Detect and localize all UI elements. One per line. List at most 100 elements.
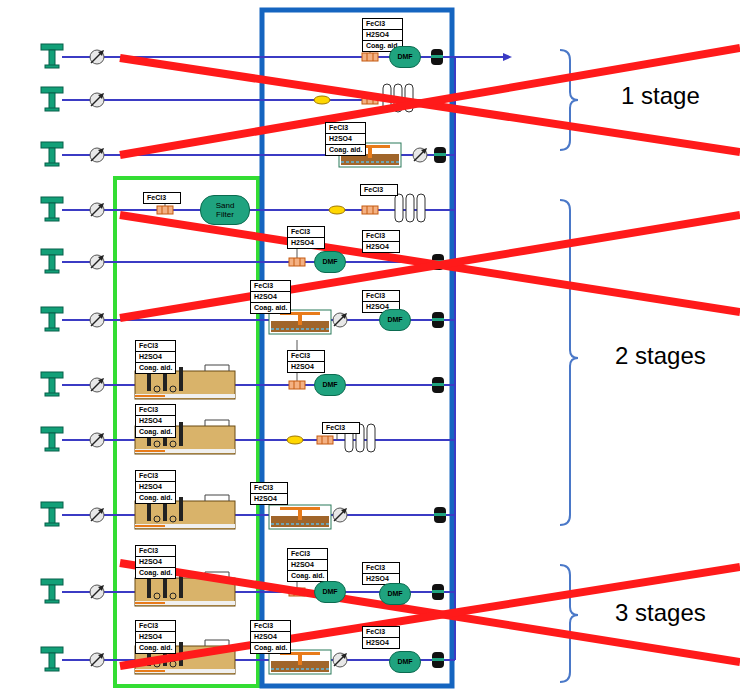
chemical-name: FeCl3: [136, 341, 175, 352]
chemical-dosing-label: FeCl3H2SO4: [287, 350, 325, 373]
chemical-name: FeCl3: [363, 627, 399, 638]
cartridge-filter: [434, 147, 446, 163]
vessel-label: DMF: [322, 588, 337, 596]
chemical-name: H2SO4: [136, 557, 175, 568]
flow-meter: [90, 653, 104, 667]
dmf-filter: DMF: [314, 581, 345, 603]
tap-symbol: [41, 307, 63, 331]
chemical-name: FeCl3: [136, 621, 175, 632]
tap-symbol: [41, 197, 63, 221]
chemical-dosing-label: FeCl3H2SO4Coag. aid.: [135, 470, 176, 504]
cartridge-filter: [431, 49, 443, 65]
red-cross: [120, 567, 740, 666]
chemical-name: H2SO4: [136, 482, 175, 493]
vessel-label: DMF: [397, 53, 412, 61]
chemical-name: FeCl3: [136, 405, 175, 416]
tap-symbol: [41, 44, 63, 68]
flow-meter: [90, 313, 104, 327]
chemical-name: Coag. aid.: [136, 493, 175, 503]
sand-filter: Sand Filter: [200, 195, 250, 225]
flow-meter: [333, 653, 347, 667]
red-cross: [120, 48, 740, 155]
stage-label: 1 stage: [618, 82, 703, 110]
chemical-dosing-label: FeCl3H2SO4: [250, 482, 288, 505]
flow-meter: [333, 313, 347, 327]
dosing-point: [362, 53, 378, 61]
dmf-filter: DMF: [314, 374, 345, 396]
dosing-point: [362, 206, 378, 214]
chemical-dosing-label: FeCl3H2SO4: [362, 562, 400, 585]
chemical-name: Coag. aid.: [288, 571, 327, 581]
chemical-name: FeCl3: [136, 471, 175, 482]
chemical-dosing-label: FeCl3H2SO4Coag. aid.: [135, 404, 176, 438]
cartridge-filter: [432, 652, 444, 668]
chemical-name: FeCl3: [323, 423, 359, 433]
tap-symbol: [41, 249, 63, 273]
chemical-name: H2SO4: [136, 632, 175, 643]
chemical-dosing-label: FeCl3H2SO4Coag. aid.: [250, 620, 291, 654]
chemical-name: FeCl3: [251, 621, 290, 632]
vessel-label: DMF: [387, 590, 402, 598]
dosing-point: [289, 381, 305, 389]
cartridge-filter: [434, 507, 446, 523]
arrow-head: [503, 53, 512, 61]
chemical-name: FeCl3: [288, 227, 324, 238]
tap-symbol: [41, 372, 63, 396]
pump-symbol: [329, 206, 345, 214]
dmf-filter: DMF: [379, 309, 410, 331]
dmf-filter: DMF: [314, 251, 345, 273]
cartridge-filter: [432, 377, 444, 393]
chemical-name: H2SO4: [363, 242, 399, 252]
chemical-name: H2SO4: [251, 292, 290, 303]
chemical-name: FeCl3: [363, 231, 399, 242]
dosing-point: [289, 258, 305, 266]
chemical-dosing-label: FeCl3H2SO4: [362, 626, 400, 649]
tap-symbol: [41, 87, 63, 111]
chemical-name: H2SO4: [363, 30, 402, 41]
flow-meter: [90, 93, 104, 107]
flow-meter: [90, 508, 104, 522]
vessel-label: DMF: [387, 316, 402, 324]
membrane-tubes: [395, 194, 425, 222]
vessel-label: DMF: [322, 258, 337, 266]
flow-meter: [90, 50, 427, 667]
chemical-name: H2SO4: [363, 638, 399, 648]
vessel-label: DMF: [397, 658, 412, 666]
chemical-dosing-label: FeCl3H2SO4Coag. aid.: [325, 122, 366, 156]
chemical-name: FeCl3: [288, 549, 327, 560]
tap-symbol: [41, 502, 63, 526]
chemical-name: FeCl3: [251, 281, 290, 292]
tap-symbol: [41, 142, 63, 166]
pump-symbol: [287, 436, 303, 444]
chemical-name: H2SO4: [326, 134, 365, 145]
chemical-name: FeCl3: [363, 563, 399, 574]
flow-meter: [90, 433, 104, 447]
cartridge-filter: [431, 49, 446, 668]
chemical-dosing-label: FeCl3H2SO4Coag. aid.: [135, 620, 176, 654]
flow-meter: [333, 508, 347, 522]
flow-meter: [90, 255, 104, 269]
chemical-name: Coag. aid.: [136, 568, 175, 578]
red-cross: [120, 48, 740, 666]
tap-symbol: [41, 579, 63, 603]
chemical-name: FeCl3: [361, 185, 397, 195]
tap-symbol: [41, 44, 63, 671]
chemical-dosing-label: FeCl3: [143, 192, 181, 204]
chemical-dosing-label: FeCl3H2SO4: [362, 230, 400, 253]
tap-symbol: [41, 427, 63, 451]
chemical-dosing-label: FeCl3H2SO4Coag. aid.: [250, 280, 291, 314]
vessel-label: Sand Filter: [207, 201, 243, 219]
chemical-dosing-label: FeCl3H2SO4Coag. aid.: [135, 545, 176, 579]
chemical-name: FeCl3: [288, 351, 324, 362]
chemical-name: FeCl3: [363, 19, 402, 30]
dmf-filter: DMF: [389, 46, 420, 68]
dmf-filter: DMF: [379, 583, 410, 605]
settler-tank: [269, 505, 331, 529]
chemical-name: H2SO4: [288, 362, 324, 372]
chemical-dosing-label: FeCl3: [322, 422, 360, 434]
chemical-name: FeCl3: [363, 291, 399, 302]
red-cross: [120, 215, 740, 318]
chemical-name: H2SO4: [288, 238, 324, 248]
brace: [560, 50, 578, 682]
chemical-dosing-label: FeCl3H2SO4Coag. aid.: [287, 548, 328, 582]
